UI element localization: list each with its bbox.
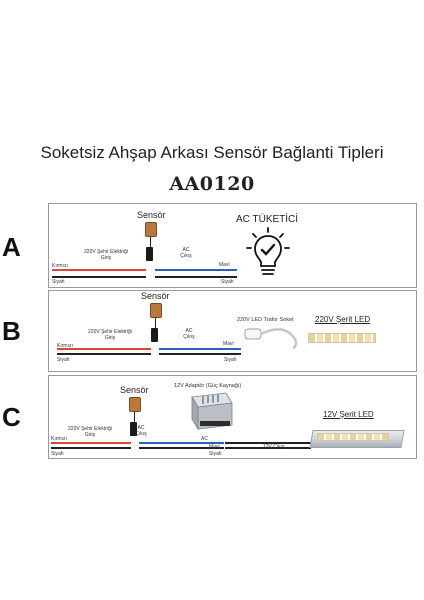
blue-wire [155,269,237,271]
sensor-label: Sensör [120,385,149,395]
row-letter-a: A [2,232,21,262]
black-wire-out [155,276,237,278]
blue-wire [139,442,224,444]
blue-wire-label: Mavi [209,444,220,450]
out12-wire-bottom [225,447,311,449]
sensor-icon [145,222,157,237]
black-wire-in [51,447,131,449]
sensor-icon [129,397,141,412]
led-socket-icon [244,327,298,350]
black-wire-out-label: Siyah [209,451,222,457]
led-strip-label: 12V Şerit LED [323,410,374,419]
row-letter-b: B [2,316,21,346]
blue-wire [159,348,241,350]
blue-wire-label: Mavi [223,341,234,347]
out12-wire-top [225,442,311,444]
sensor-module-icon [146,247,153,261]
sensor-label: Sensör [137,210,166,220]
black-wire-in-label: Siyah [51,451,64,457]
blue-wire-label: Mavi [219,262,230,268]
black-wire-in [52,276,146,278]
black-wire-out [139,447,224,449]
page-title: Soketsiz Ahşap Arkası Sensör Bağlanti Ti… [40,143,384,162]
black-wire-out-label: Siyah [224,357,237,363]
adaptor-label: 12V Adaptör (Güç Kaynağı) [174,383,242,389]
red-wire-label: Kırmızı [51,436,67,442]
row-letter-c: C [2,402,21,432]
sensor-label: Sensör [141,291,170,301]
lightbulb-check-icon [246,227,290,275]
socket-label: 220V LED Trafor Soket [237,317,294,323]
power-adaptor-icon [191,392,233,431]
black-wire-in-label: Siyah [57,357,70,363]
black-wire-out [159,353,241,355]
out12-label: 12V Çıkış [263,444,285,450]
led-strip-icon [308,333,376,343]
led-strip-label: 220V Şerit LED [315,315,371,324]
red-wire [57,348,151,350]
sensor-module-icon [151,328,158,342]
black-wire-in [57,353,151,355]
led-strip-icon [317,433,389,441]
product-code: AA0120 [169,173,255,195]
black-wire-in-label: Siyah [52,279,65,285]
red-wire [52,269,146,271]
sensor-cable [134,412,135,422]
consumer-label: AC TÜKETİCİ [236,214,299,225]
sensor-icon [150,303,162,318]
sensor-module-icon [130,422,137,436]
ac-short-label: AC [201,436,208,442]
sensor-cable [150,237,151,247]
red-wire-label: Kırmızı [57,343,73,349]
black-wire-out-label: Siyah [221,279,234,285]
red-wire [51,442,131,444]
red-wire-label: Kırmızı [52,263,68,269]
sensor-cable [155,318,156,328]
